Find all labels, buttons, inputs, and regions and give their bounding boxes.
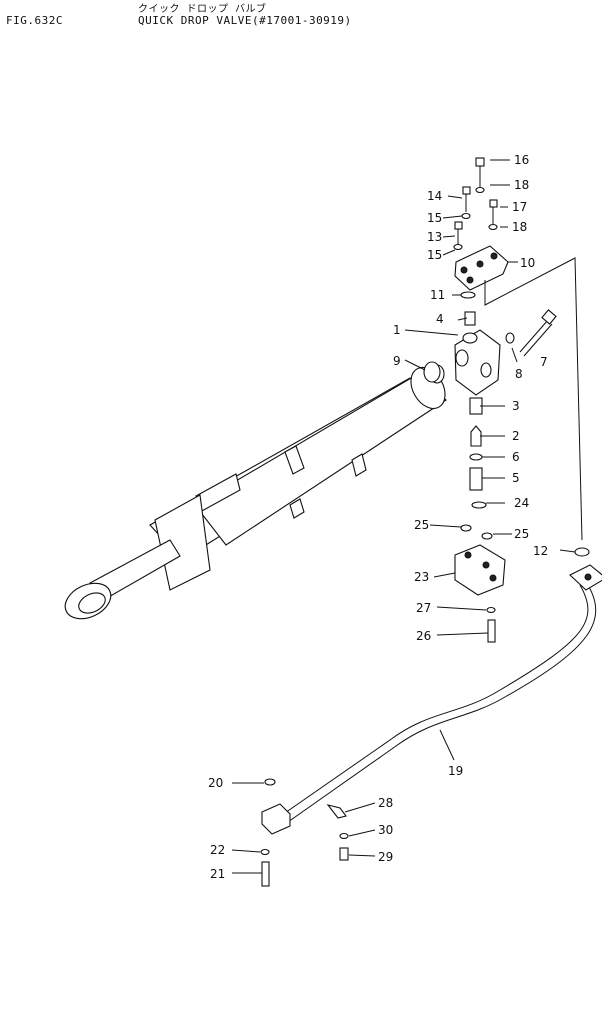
callout-22: 22: [210, 843, 225, 857]
hydraulic-cylinder: [64, 366, 447, 620]
part-callouts: 1 2 3 4 5 6 7 8 9 10 11 12 13 14 15 15 1…: [208, 153, 548, 881]
callout-10: 10: [520, 256, 535, 270]
callout-21: 21: [210, 867, 225, 881]
callout-18b: 18: [512, 220, 527, 234]
figure-number: FIG.632C: [6, 14, 63, 27]
washer-22: [260, 848, 270, 856]
callout-13: 13: [427, 230, 442, 244]
callout-16: 16: [514, 153, 529, 167]
callout-23: 23: [414, 570, 429, 584]
callout-30: 30: [378, 823, 393, 837]
callout-11: 11: [430, 288, 445, 302]
callout-27: 27: [416, 601, 431, 615]
poppet-2: [470, 425, 482, 447]
callout-6: 6: [512, 450, 520, 464]
page-title: QUICK DROP VALVE(#17001-30919): [138, 14, 352, 27]
callout-9: 9: [393, 354, 401, 368]
callout-26: 26: [416, 629, 431, 643]
callout-18a: 18: [514, 178, 529, 192]
callout-15a: 15: [427, 211, 442, 225]
callout-24: 24: [514, 496, 529, 510]
o-ring-24: [471, 501, 487, 509]
callout-8: 8: [515, 367, 523, 381]
callout-5: 5: [512, 471, 520, 485]
callout-14: 14: [427, 189, 442, 203]
leader-lines: [231, 159, 576, 874]
clamp-28: [326, 804, 347, 819]
spring-5: [469, 467, 483, 491]
valve-block-23: [454, 544, 506, 596]
japanese-title: クイック ドロップ バルブ: [138, 4, 267, 15]
callout-12: 12: [533, 544, 548, 558]
callout-4: 4: [436, 312, 444, 326]
callout-25b: 25: [514, 527, 529, 541]
callout-2: 2: [512, 429, 520, 443]
bolt-29: [339, 847, 349, 861]
o-ring-25a: [460, 524, 472, 532]
o-ring-12: [574, 547, 590, 557]
callout-20: 20: [208, 776, 223, 790]
o-ring-9: [423, 361, 441, 383]
o-ring-25b: [481, 532, 493, 540]
o-ring-11: [460, 291, 476, 299]
callout-29: 29: [378, 850, 393, 864]
callout-25a: 25: [414, 518, 429, 532]
callout-15b: 15: [427, 248, 442, 262]
bolt-26: [487, 619, 496, 643]
callout-28: 28: [378, 796, 393, 810]
pipe-19: [261, 564, 602, 835]
callout-17: 17: [512, 200, 527, 214]
washer-30: [339, 832, 349, 840]
bolt-7: [519, 309, 557, 357]
cover-screws: [453, 157, 498, 251]
callout-3: 3: [512, 399, 520, 413]
ring-6: [469, 453, 483, 461]
washer-27: [486, 606, 496, 614]
bolt-21: [261, 861, 270, 887]
callout-19: 19: [448, 764, 463, 778]
guide-line: [484, 257, 583, 541]
callout-1: 1: [393, 323, 401, 337]
callout-7: 7: [540, 355, 548, 369]
o-ring-20: [264, 778, 276, 786]
valve-cover: [454, 245, 509, 291]
